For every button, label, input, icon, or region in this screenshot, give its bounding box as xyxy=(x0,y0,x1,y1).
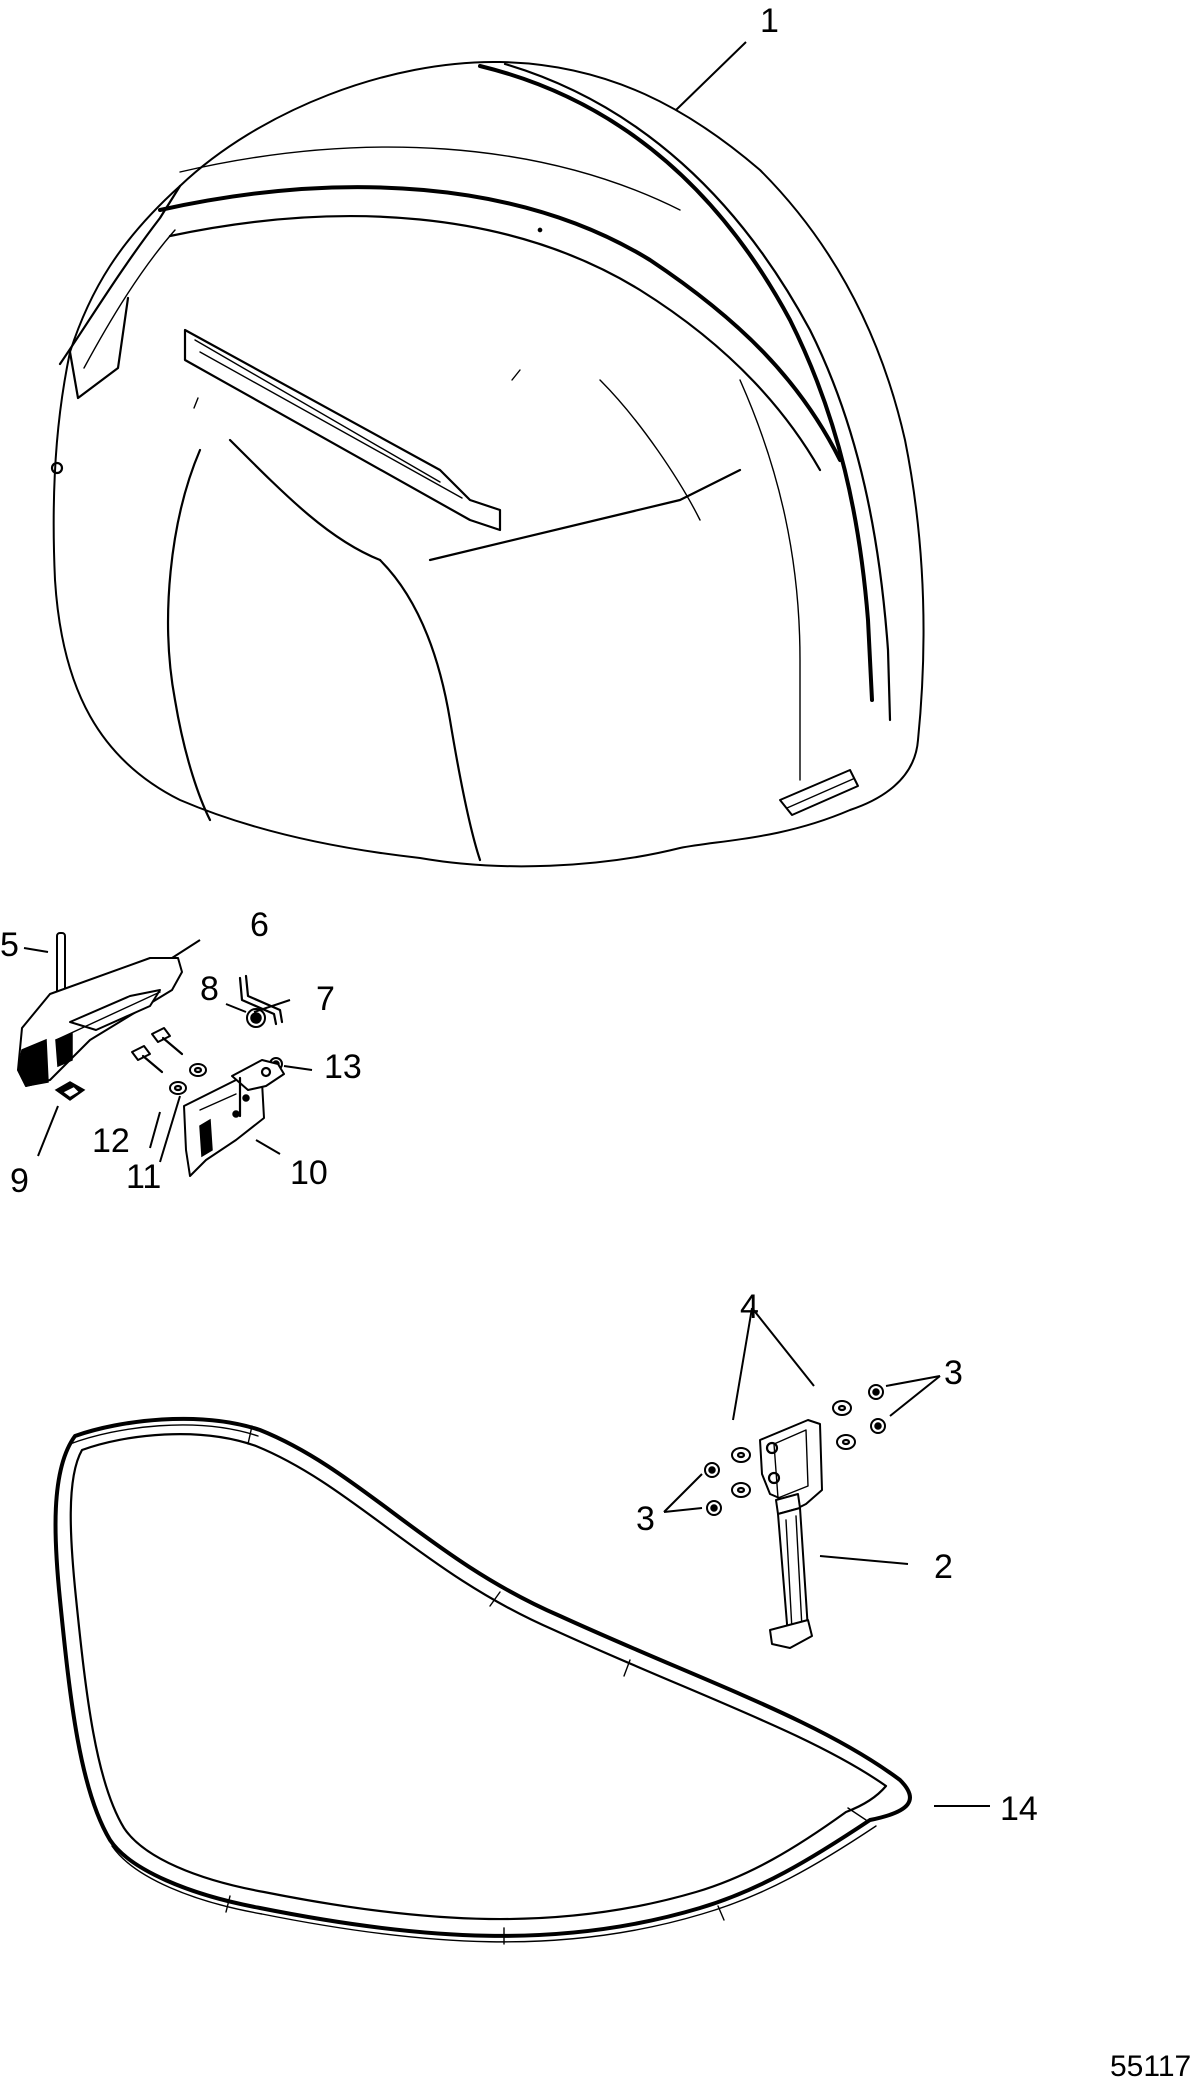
callout-3-right: 3 xyxy=(944,1354,963,1392)
part-2-hinge xyxy=(759,1419,823,1649)
part-11-washers xyxy=(169,1063,207,1095)
callout-1: 1 xyxy=(760,2,779,40)
part-5-pin xyxy=(56,932,66,997)
callout-8: 8 xyxy=(200,970,219,1008)
part-14-seal xyxy=(53,1416,990,1945)
top-cowl xyxy=(50,60,925,868)
callout-12: 12 xyxy=(92,1122,130,1160)
callout-6: 6 xyxy=(250,906,269,944)
callout-4: 4 xyxy=(740,1288,759,1326)
part-3-screws xyxy=(704,1384,886,1516)
part-7-rod xyxy=(238,974,284,1026)
part-9-clip xyxy=(54,1081,86,1101)
part-10-bracket xyxy=(183,1059,285,1177)
callout-7: 7 xyxy=(316,980,335,1018)
callout-2: 2 xyxy=(934,1548,953,1586)
callout-13: 13 xyxy=(324,1048,362,1086)
part-8-grommet xyxy=(246,1008,266,1028)
document-id: 55117 xyxy=(1110,2050,1191,2083)
callout-9: 9 xyxy=(10,1162,29,1200)
part-12-bolts xyxy=(131,1027,184,1074)
hinge-assembly xyxy=(663,1307,941,1649)
callout-5: 5 xyxy=(0,926,19,964)
callout-10: 10 xyxy=(290,1154,328,1192)
callout-11: 11 xyxy=(126,1158,161,1196)
part-4-washers xyxy=(731,1400,856,1498)
part-6-handle xyxy=(17,957,183,1087)
latch-assembly xyxy=(17,932,313,1177)
callout-14: 14 xyxy=(1000,1790,1038,1828)
callout-3-left: 3 xyxy=(636,1500,655,1538)
